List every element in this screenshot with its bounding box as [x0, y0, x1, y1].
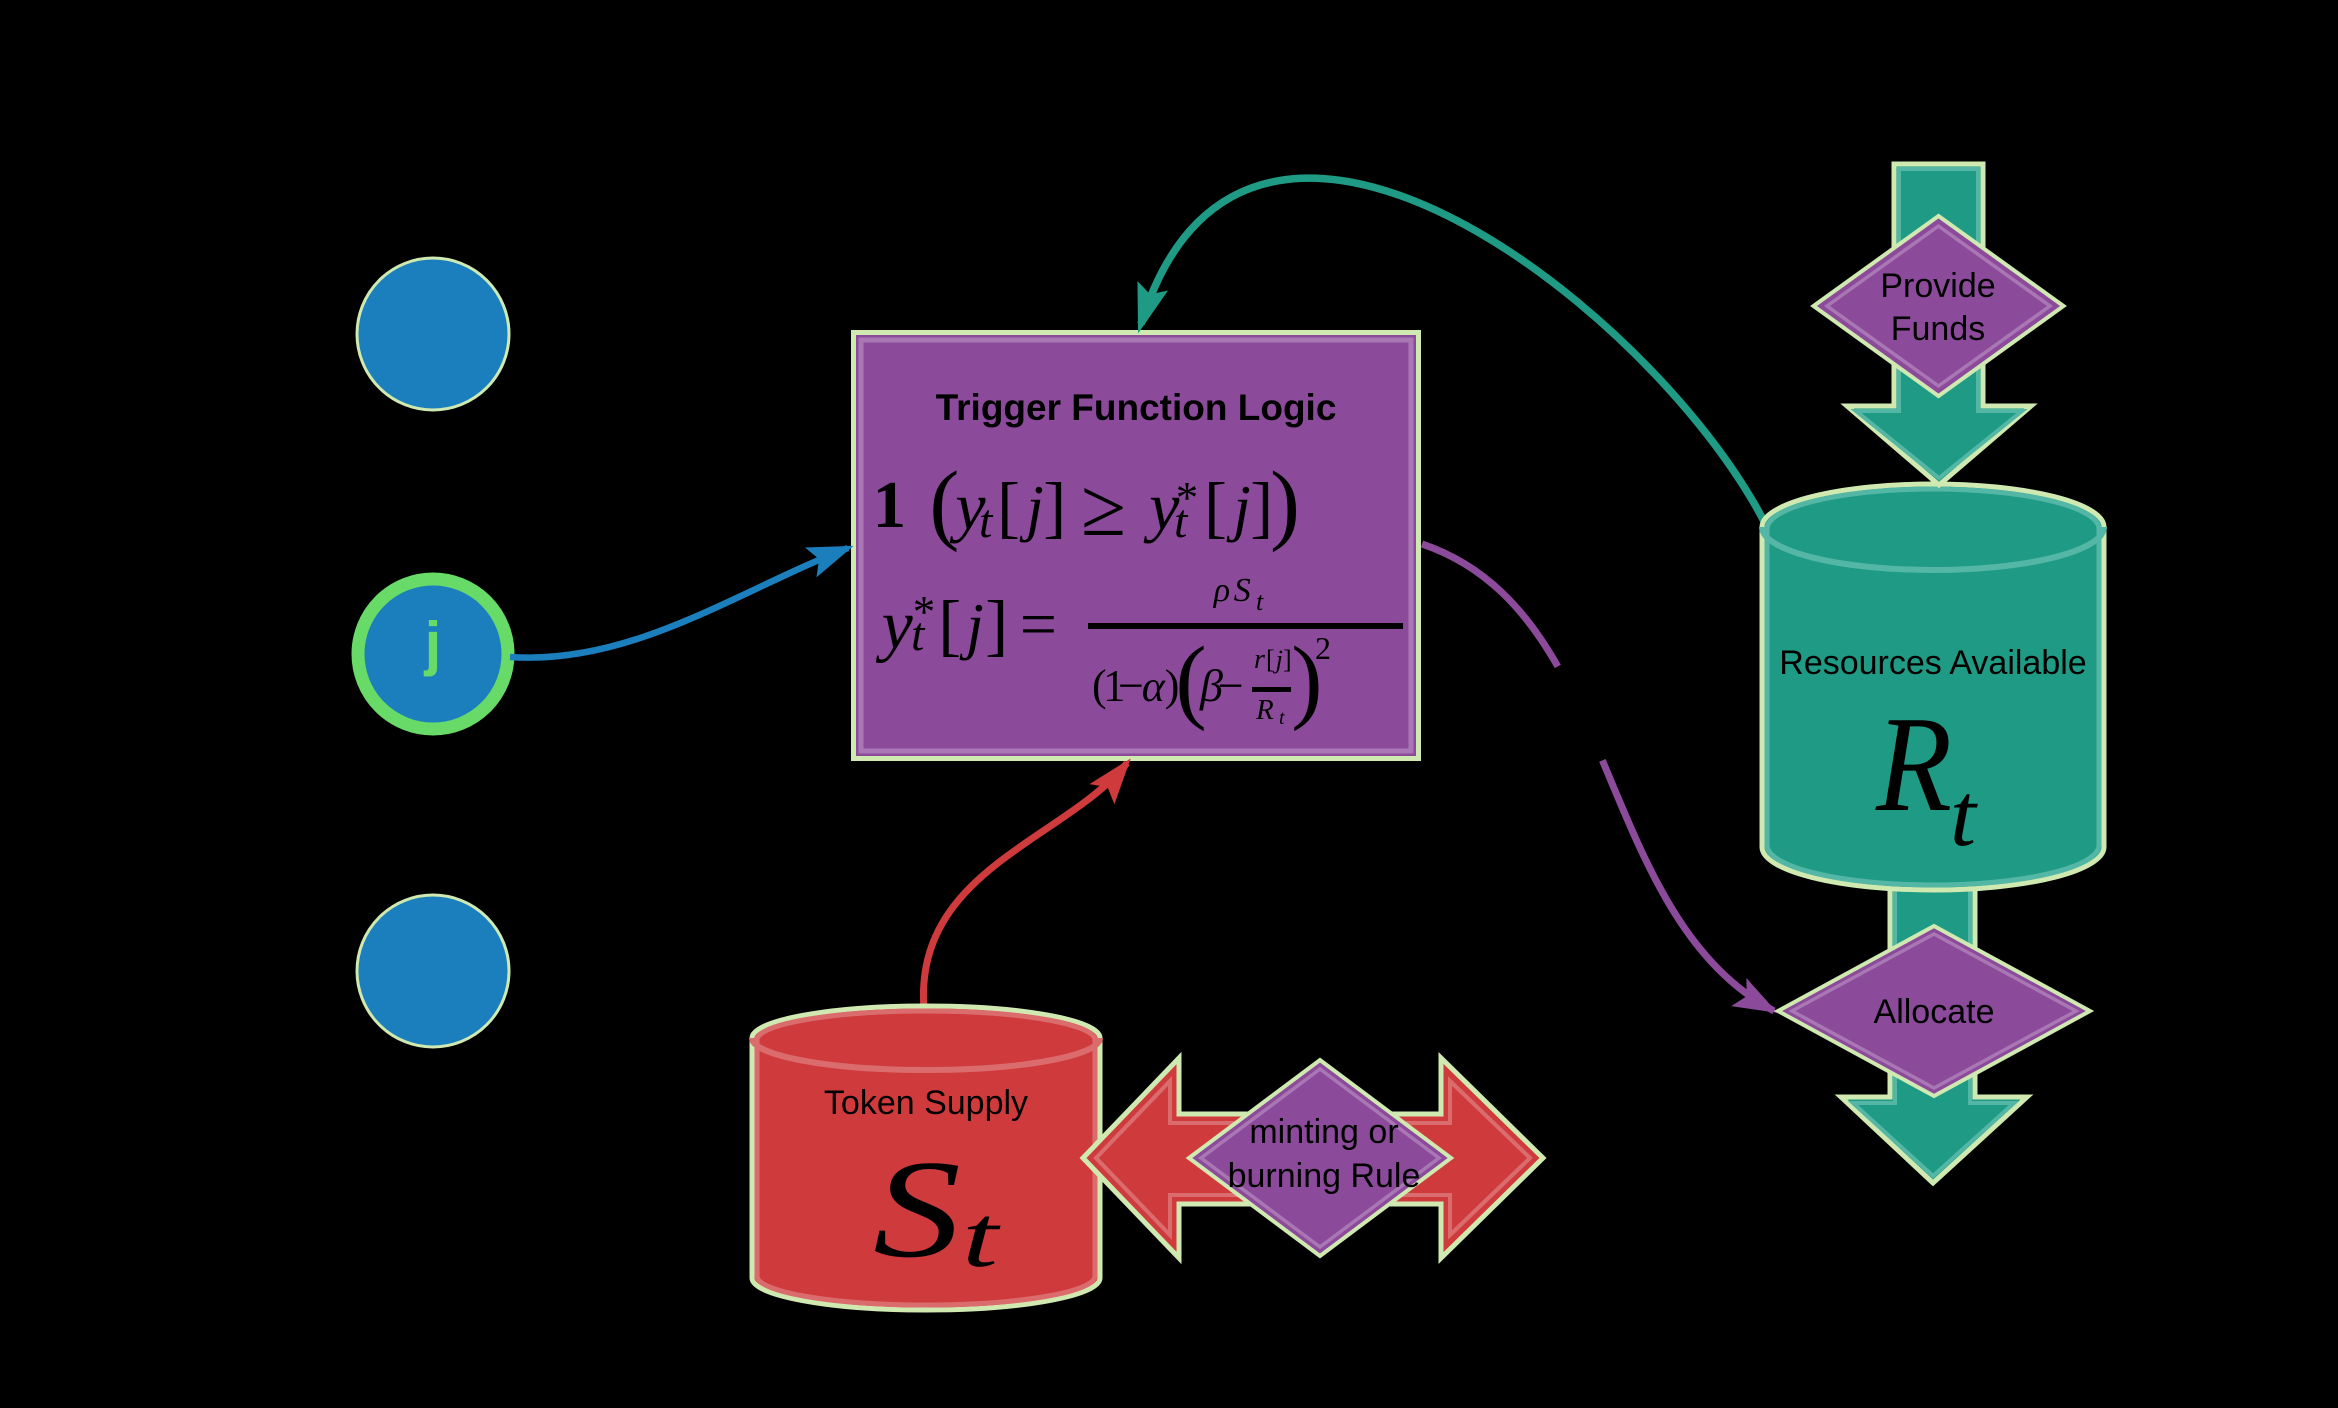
svg-text:t: t	[1279, 707, 1285, 729]
svg-text:j: j	[424, 610, 442, 677]
svg-text:(: (	[1092, 661, 1107, 710]
svg-text:R: R	[1255, 694, 1274, 726]
svg-text:]: ]	[1283, 645, 1292, 674]
svg-text:[: [	[1266, 645, 1275, 674]
svg-text:Allocate: Allocate	[1874, 993, 1995, 1031]
svg-text:−: −	[1118, 660, 1144, 711]
svg-text:=: =	[1020, 588, 1057, 661]
svg-text:(: (	[1175, 628, 1206, 732]
svg-text:*: *	[1176, 473, 1199, 523]
svg-text:[: [	[1204, 469, 1227, 545]
svg-text:]: ]	[1043, 469, 1066, 545]
svg-text:Provide: Provide	[1880, 267, 1995, 305]
svg-text:t: t	[1950, 766, 1978, 865]
svg-text:α: α	[1142, 662, 1166, 711]
svg-text:j: j	[1273, 645, 1283, 674]
svg-text:Funds: Funds	[1891, 310, 1986, 348]
svg-text:R: R	[1875, 688, 1952, 840]
svg-text:y: y	[876, 587, 914, 664]
svg-text:2: 2	[1315, 630, 1331, 666]
svg-text:): )	[1270, 454, 1300, 553]
svg-text:t: t	[1174, 495, 1189, 548]
svg-text:ρ: ρ	[1213, 572, 1230, 609]
svg-text:]: ]	[1250, 469, 1273, 545]
svg-text:*: *	[913, 587, 936, 637]
svg-text:y: y	[1143, 468, 1180, 544]
svg-text:r: r	[1254, 644, 1265, 675]
svg-text:S: S	[873, 1132, 961, 1287]
svg-text:Token Supply: Token Supply	[824, 1084, 1028, 1122]
svg-text:1: 1	[873, 468, 907, 542]
svg-text:≥: ≥	[1081, 462, 1126, 553]
svg-text:β: β	[1199, 660, 1223, 711]
svg-text:(: (	[929, 454, 959, 553]
svg-text:]: ]	[985, 587, 1008, 663]
svg-text:t: t	[1256, 587, 1264, 616]
svg-text:y: y	[949, 468, 986, 544]
svg-text:burning Rule: burning Rule	[1228, 1157, 1421, 1195]
svg-text:t: t	[911, 608, 926, 661]
svg-text:t: t	[979, 495, 994, 548]
svg-text:Resources Available: Resources Available	[1779, 644, 2086, 682]
svg-text:): )	[1291, 628, 1322, 732]
svg-text:): )	[1165, 661, 1180, 710]
svg-text:[: [	[938, 587, 961, 663]
svg-text:t: t	[962, 1189, 1002, 1286]
svg-text:S: S	[1234, 572, 1251, 609]
svg-text:minting or: minting or	[1249, 1113, 1398, 1151]
svg-text:[: [	[997, 469, 1020, 545]
svg-text:Trigger Function Logic: Trigger Function Logic	[936, 387, 1337, 428]
svg-text:−: −	[1218, 660, 1244, 711]
svg-text:1: 1	[1103, 661, 1126, 711]
